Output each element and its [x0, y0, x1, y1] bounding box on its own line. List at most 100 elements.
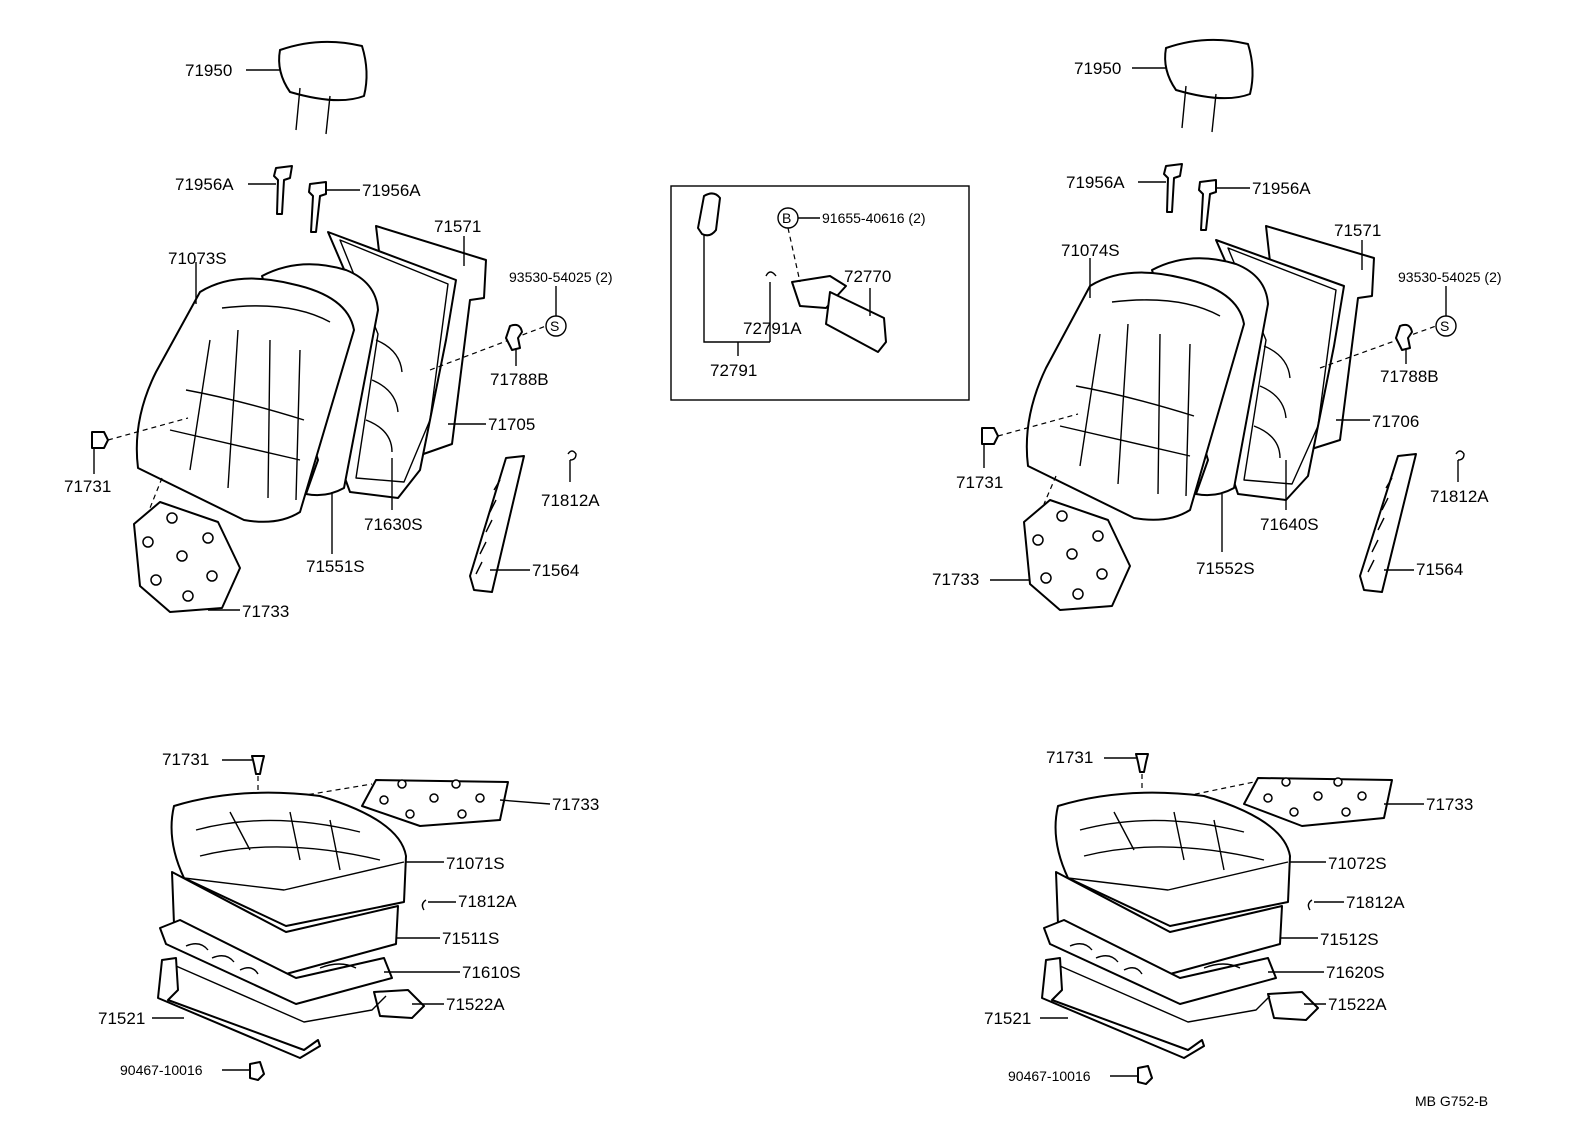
headrest-right: [1164, 38, 1254, 133]
label-71610s: 71610S: [462, 963, 521, 982]
label-71956a-1: 71956A: [175, 175, 234, 194]
label-71733-right: 71733: [932, 570, 979, 589]
cushion-frame-71620s: [1043, 919, 1277, 1005]
label-71812a-bl: 71812A: [458, 892, 517, 911]
seat-cushion-left: 71731 71733 71071S 71812A 71511S: [98, 750, 599, 1081]
cushion-cover-71071s: [170, 791, 407, 927]
clip-71731-right: [981, 427, 999, 445]
label-71620s: 71620S: [1326, 963, 1385, 982]
label-71705: 71705: [488, 415, 535, 434]
headrest-left: [278, 40, 368, 135]
label-72791a: 72791A: [743, 319, 802, 338]
side-trim-71564-left: [469, 455, 525, 593]
cushion-plate-71733-br: [1243, 777, 1393, 827]
part-72791-bracket: [697, 192, 721, 237]
figure-code: MB G752-B: [1415, 1093, 1488, 1109]
clip-71731-bl: [251, 755, 265, 775]
label-93530-right: 93530-54025 (2): [1398, 269, 1502, 285]
label-72791: 72791: [710, 361, 757, 380]
seat-back-cover-right: [1025, 271, 1245, 521]
bolt-90467-br: [1137, 1065, 1153, 1085]
label-71733-left: 71733: [242, 602, 289, 621]
cushion-frame-71610s: [159, 919, 393, 1005]
part-72791a-clip: [765, 271, 777, 277]
cushion-cover-71072s: [1054, 791, 1291, 927]
clip-71788b-right: [1395, 323, 1413, 351]
label-71522a-br: 71522A: [1328, 995, 1387, 1014]
label-71731-right: 71731: [956, 473, 1003, 492]
side-trim-71564-right: [1359, 453, 1417, 593]
label-71630s: 71630S: [364, 515, 423, 534]
label-93530-left: 93530-54025 (2): [509, 269, 613, 285]
symbol-b: B: [777, 207, 799, 229]
label-71731-bl: 71731: [162, 750, 209, 769]
part-72770-handle: [791, 275, 887, 353]
label-71956a-2: 71956A: [362, 181, 421, 200]
center-detail-box: 72791 72791A 72770 B 91655-40616 (2): [670, 185, 970, 401]
label-71521-bl: 71521: [98, 1009, 145, 1028]
label-71552s: 71552S: [1196, 559, 1255, 578]
label-71072s: 71072S: [1328, 854, 1387, 873]
label-71521-br: 71521: [984, 1009, 1031, 1028]
bolt-90467-bl: [249, 1061, 265, 1081]
cushion-plate-71733-left: [133, 501, 241, 613]
label-71812a-right: 71812A: [1430, 487, 1489, 506]
label-71512s: 71512S: [1320, 930, 1379, 949]
label-71788b-left: 71788B: [490, 370, 549, 389]
label-91655: 91655-40616 (2): [822, 210, 926, 226]
seat-back-right: 71950 71956A 71956A 71571 71640S 71552S: [932, 38, 1502, 611]
label-71788b-right: 71788B: [1380, 367, 1439, 386]
label-71640s: 71640S: [1260, 515, 1319, 534]
svg-text:S: S: [1440, 318, 1449, 334]
cushion-plate-71733-right: [1023, 499, 1131, 611]
label-71731-br: 71731: [1046, 748, 1093, 767]
clip-71788b-left: [505, 323, 523, 351]
label-71571-right: 71571: [1334, 221, 1381, 240]
clip-71812a-br: [1307, 899, 1313, 911]
label-71571: 71571: [434, 217, 481, 236]
headrest-guide-right-1: [1163, 163, 1183, 213]
label-71950: 71950: [185, 61, 232, 80]
symbol-s-left: S: [545, 315, 567, 337]
label-71564-right: 71564: [1416, 560, 1463, 579]
label-71733-br: 71733: [1426, 795, 1473, 814]
label-71071s: 71071S: [446, 854, 505, 873]
symbol-s-right: S: [1435, 315, 1457, 337]
cushion-plate-71733-bl: [361, 779, 509, 827]
label-71731-left: 71731: [64, 477, 111, 496]
label-71706: 71706: [1372, 412, 1419, 431]
seat-back-left: 71950 71956A 71956A 71571 71630S: [64, 40, 613, 621]
headrest-guide-left-1: [273, 165, 293, 215]
label-72770: 72770: [844, 267, 891, 286]
label-71812a-left: 71812A: [541, 491, 600, 510]
label-71812a-br: 71812A: [1346, 893, 1405, 912]
clip-71731-left: [91, 431, 109, 449]
headrest-guide-left-2: [308, 181, 327, 233]
seat-cushion-right: 71731 71733 71072S 71812A 71512S: [984, 748, 1473, 1085]
label-71074s: 71074S: [1061, 241, 1120, 260]
label-71956a-r2: 71956A: [1252, 179, 1311, 198]
label-71956a-r1: 71956A: [1066, 173, 1125, 192]
headrest-guide-right-2: [1198, 179, 1217, 231]
clip-71812a-right: [1455, 450, 1465, 461]
label-90467-br: 90467-10016: [1008, 1068, 1091, 1084]
svg-text:B: B: [782, 210, 791, 226]
seat-base-71521-br: [1041, 957, 1271, 1059]
label-71950-right: 71950: [1074, 59, 1121, 78]
label-71522a-bl: 71522A: [446, 995, 505, 1014]
seat-back-cover-left: [135, 277, 355, 523]
label-90467-bl: 90467-10016: [120, 1062, 203, 1078]
label-71511s: 71511S: [442, 929, 499, 948]
label-71733-bl: 71733: [552, 795, 599, 814]
clip-71731-br: [1135, 753, 1149, 773]
label-71073s: 71073S: [168, 249, 227, 268]
label-71551s: 71551S: [306, 557, 365, 576]
clip-71812a-left: [567, 450, 577, 461]
svg-text:S: S: [550, 318, 559, 334]
seat-track-71522a-br: [1267, 991, 1319, 1021]
seat-track-71522a-bl: [373, 989, 425, 1019]
clip-71812a-bl: [421, 899, 427, 911]
seat-base-71521-bl: [157, 957, 387, 1059]
